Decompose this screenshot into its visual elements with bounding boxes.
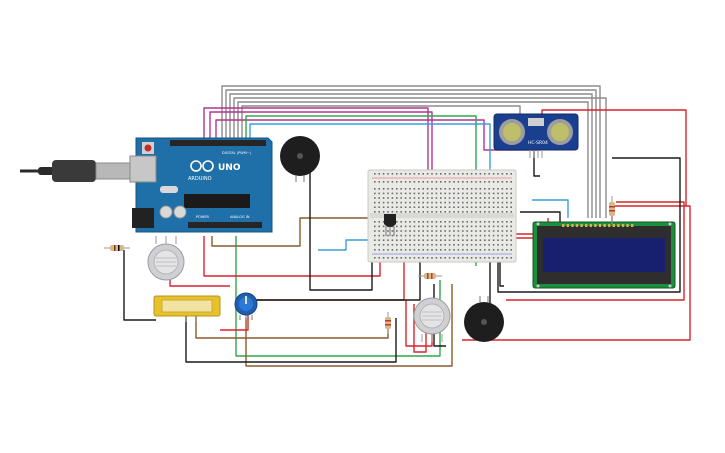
ultrasonic-sensor[interactable]: HC-SR04 — [493, 113, 579, 158]
lcd-screen — [543, 238, 665, 272]
arduino-brand-label: ARDUINO — [188, 176, 212, 182]
usb-jack — [129, 155, 157, 183]
resistors — [104, 196, 615, 334]
wire-gray-5 — [237, 101, 589, 218]
arduino-digital-label: DIGITAL (PWM~) — [222, 151, 252, 155]
piezo-buzzer-top[interactable] — [280, 136, 320, 182]
wire-magenta-2 — [209, 111, 433, 194]
wire-magenta-1 — [203, 107, 429, 194]
temperature-sensor[interactable] — [384, 214, 396, 236]
wire-black-4 — [497, 157, 681, 293]
wire-gray-2 — [225, 89, 597, 218]
arduino-analog-label: ANALOG IN — [230, 215, 250, 219]
wire-black-5 — [533, 150, 540, 177]
piezo-buzzer-bottom[interactable] — [464, 296, 504, 342]
wire-red-8 — [413, 304, 427, 353]
usb-cable — [20, 160, 135, 182]
sonar-model-label: HC-SR04 — [528, 140, 548, 146]
atmega-chip — [184, 194, 250, 208]
analog-header — [188, 222, 262, 228]
wire-gray-1 — [221, 85, 601, 218]
wire-cyan-3 — [532, 199, 569, 218]
digital-header — [170, 140, 266, 146]
arduino-power-label: POWER — [196, 215, 210, 219]
wire-brown-3 — [195, 316, 389, 339]
resistor-right — [609, 196, 615, 224]
lcd-header — [562, 224, 634, 227]
resistor-left — [104, 245, 130, 251]
wire-black-2 — [123, 250, 156, 321]
resistor-middle — [385, 312, 391, 334]
force-sensor[interactable] — [153, 295, 221, 322]
wire-black-1 — [309, 170, 373, 291]
arduino-model-label: UNO — [218, 163, 241, 173]
wire-red-5 — [506, 201, 685, 301]
breadboard[interactable] — [367, 169, 517, 263]
potentiometer[interactable] — [234, 292, 258, 320]
power-jack — [132, 208, 154, 228]
wire-black-3 — [185, 316, 397, 363]
wire-brown-2 — [245, 284, 453, 367]
wire-black-8 — [236, 262, 421, 301]
gas-sensor-left[interactable] — [147, 236, 185, 281]
arduino-logo-icon — [190, 160, 214, 172]
wire-red-2 — [203, 236, 381, 277]
arduino-uno-board[interactable]: UNO ARDUINO DIGITAL (PWM~) POWER ANALOG … — [129, 137, 273, 233]
wires — [123, 85, 691, 367]
wire-cyan-1 — [249, 123, 491, 194]
wire-gray-6 — [241, 105, 521, 142]
breadboard-resistor — [418, 273, 442, 279]
lcd-16x2-display[interactable] — [532, 221, 676, 289]
wire-gray-3 — [229, 93, 593, 218]
wire-cyan-2 — [318, 239, 388, 251]
breadboard-holes — [374, 173, 512, 259]
gas-sensor-right[interactable] — [413, 297, 451, 342]
